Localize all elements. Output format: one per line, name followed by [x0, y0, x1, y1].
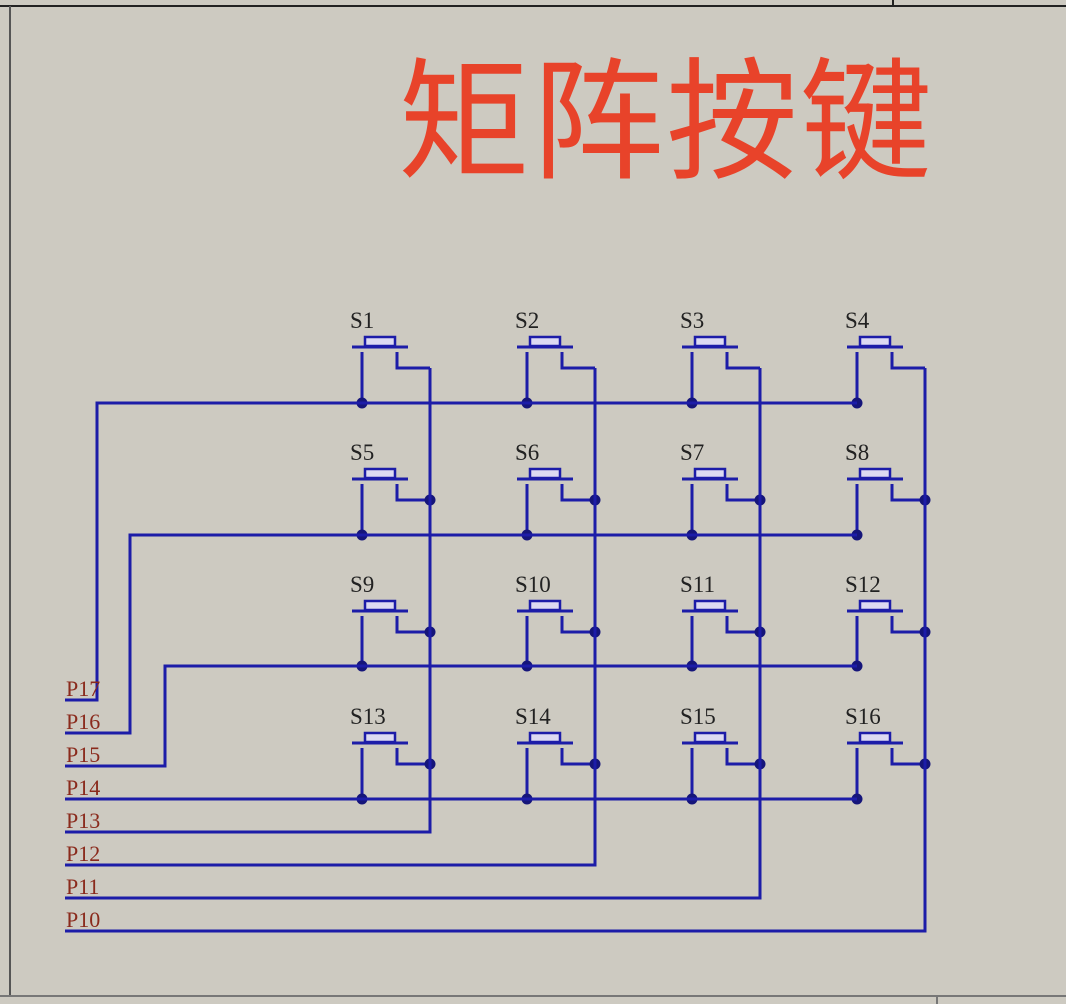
- switch-label: S13: [350, 704, 386, 729]
- switch-button: [693, 731, 727, 744]
- switch-button: [858, 467, 892, 480]
- switch-button: [693, 467, 727, 480]
- switch-leg: [725, 484, 760, 502]
- column-wire-P13: [65, 368, 432, 834]
- switch-leg: [890, 352, 925, 370]
- switch-leg: [725, 616, 760, 634]
- switch-label: S12: [845, 572, 881, 597]
- switch-button: [858, 335, 892, 348]
- switch-label: S7: [680, 440, 704, 465]
- switch-label: S6: [515, 440, 539, 465]
- switch-leg: [890, 748, 925, 766]
- port-label: P11: [66, 874, 99, 899]
- port-label: P16: [66, 709, 100, 734]
- switch-button: [528, 731, 562, 744]
- switch-button: [528, 599, 562, 612]
- switch-leg: [560, 616, 595, 634]
- switch-leg: [395, 352, 430, 370]
- diagram-title: 矩阵按键: [398, 46, 934, 200]
- switch-leg: [395, 748, 430, 766]
- switch-label: S15: [680, 704, 716, 729]
- switch-button: [363, 731, 397, 744]
- port-label: P13: [66, 808, 100, 833]
- switch-label: S3: [680, 308, 704, 333]
- switch-button: [693, 599, 727, 612]
- port-label: P12: [66, 841, 100, 866]
- port-label: P10: [66, 907, 100, 932]
- switch-leg: [395, 616, 430, 634]
- switch-label: S11: [680, 572, 715, 597]
- switch-button: [693, 335, 727, 348]
- switch-label: S4: [845, 308, 870, 333]
- row-wire-P17: [65, 401, 857, 702]
- switch-leg: [560, 748, 595, 766]
- row-wire-P16: [65, 533, 857, 735]
- switch-label: S16: [845, 704, 881, 729]
- switch-button: [858, 599, 892, 612]
- switch-leg: [560, 484, 595, 502]
- switch-leg: [890, 616, 925, 634]
- column-wire-P12: [65, 368, 597, 867]
- switch-button: [363, 599, 397, 612]
- switch-leg: [725, 352, 760, 370]
- switch-leg: [395, 484, 430, 502]
- column-wire-P10: [65, 368, 927, 933]
- switch-label: S2: [515, 308, 539, 333]
- switch-label: S5: [350, 440, 374, 465]
- switch-button: [528, 467, 562, 480]
- port-label: P17: [66, 676, 100, 701]
- column-wire-P11: [65, 368, 762, 900]
- switch-label: S14: [515, 704, 551, 729]
- switch-button: [528, 335, 562, 348]
- switch-label: S9: [350, 572, 374, 597]
- switch-label: S8: [845, 440, 869, 465]
- switch-leg: [725, 748, 760, 766]
- switch-button: [363, 335, 397, 348]
- switch-leg: [560, 352, 595, 370]
- port-label: P14: [66, 775, 100, 800]
- row-wire-P15: [65, 664, 857, 768]
- switch-label: S1: [350, 308, 374, 333]
- switch-label: S10: [515, 572, 551, 597]
- switch-button: [363, 467, 397, 480]
- switch-leg: [890, 484, 925, 502]
- port-label: P15: [66, 742, 100, 767]
- switch-button: [858, 731, 892, 744]
